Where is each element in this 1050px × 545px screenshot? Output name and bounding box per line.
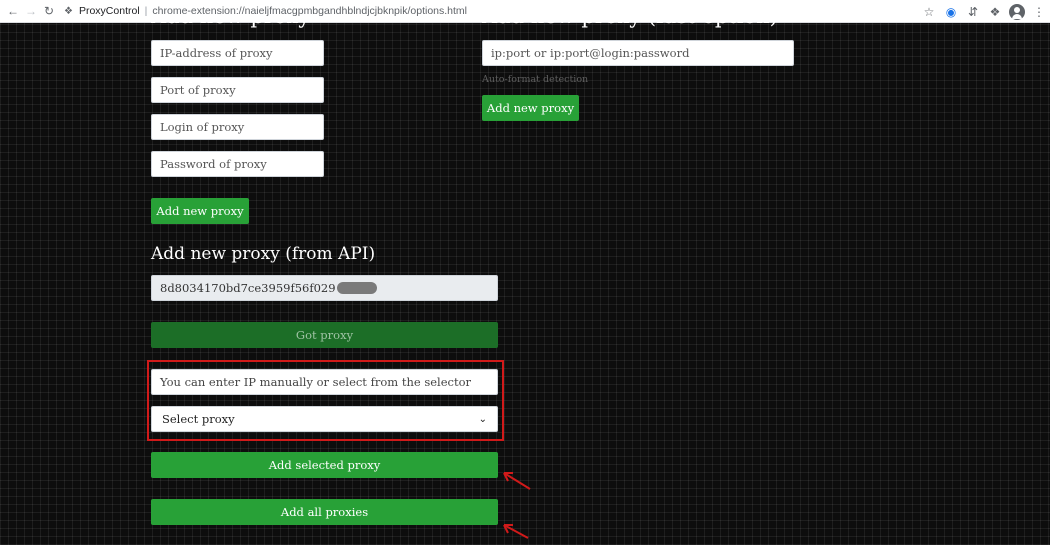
manual-ip-value: You can enter IP manually or select from…	[160, 375, 471, 389]
port-placeholder: Port of proxy	[160, 83, 236, 97]
add-new-proxy-title: Add new proxy	[151, 21, 310, 28]
manual-ip-input[interactable]: You can enter IP manually or select from…	[151, 369, 498, 395]
proxy-select[interactable]: Select proxy ⌄	[151, 406, 498, 432]
login-input[interactable]: Login of proxy	[151, 114, 324, 140]
api-section-title: Add new proxy (from API)	[151, 244, 376, 264]
extension-status-icon[interactable]: ◉	[945, 4, 957, 19]
sync-icon[interactable]: ⇵	[967, 4, 979, 19]
got-proxy-button[interactable]: Got proxy	[151, 322, 498, 348]
fast-proxy-input[interactable]: ip:port or ip:port@login:password	[482, 40, 794, 66]
password-input[interactable]: Password of proxy	[151, 151, 324, 177]
proxy-select-value: Select proxy	[162, 412, 235, 426]
add-selected-proxy-button[interactable]: Add selected proxy	[151, 452, 498, 478]
back-icon[interactable]: ←	[7, 4, 19, 18]
browser-toolbar: ← → ↻ ❖ ProxyControl | chrome-extension:…	[0, 0, 1050, 23]
ip-address-placeholder: IP-address of proxy	[160, 46, 273, 60]
forward-icon[interactable]: →	[25, 4, 37, 18]
port-input[interactable]: Port of proxy	[151, 77, 324, 103]
chevron-down-icon: ⌄	[478, 413, 487, 425]
highlight-frame	[147, 360, 504, 441]
browser-actions: ☆ ◉ ⇵ ❖ ⋮	[918, 0, 1050, 23]
fast-proxy-placeholder: ip:port or ip:port@login:password	[491, 46, 690, 60]
reload-icon[interactable]: ↻	[43, 4, 55, 18]
address-bar[interactable]: ❖ ProxyControl | chrome-extension://naie…	[64, 5, 467, 17]
extensions-icon[interactable]: ❖	[989, 4, 1001, 19]
menu-icon[interactable]: ⋮	[1033, 4, 1045, 19]
add-new-proxy-fast-button[interactable]: Add new proxy	[482, 95, 579, 121]
fast-option-title: Add new proxy (fast option)	[482, 21, 778, 28]
puzzle-icon: ❖	[64, 5, 73, 17]
url-text: chrome-extension://naieljfmacgpmbgandhbl…	[152, 5, 467, 17]
url-separator: |	[144, 5, 148, 17]
arrow-to-add-all	[503, 524, 529, 539]
arrow-to-add-selected	[503, 472, 531, 490]
add-new-proxy-button[interactable]: Add new proxy	[151, 198, 249, 224]
login-placeholder: Login of proxy	[160, 120, 245, 134]
auto-format-hint: Auto-format detection	[482, 74, 589, 85]
api-key-input[interactable]: 8d8034170bd7ce3959f56f029	[151, 275, 498, 301]
api-key-value: 8d8034170bd7ce3959f56f029	[160, 281, 336, 295]
password-placeholder: Password of proxy	[160, 157, 267, 171]
star-icon[interactable]: ☆	[923, 4, 935, 19]
ip-address-input[interactable]: IP-address of proxy	[151, 40, 324, 66]
redacted-blur	[336, 282, 377, 294]
avatar-icon[interactable]	[1009, 3, 1025, 20]
add-all-proxies-button[interactable]: Add all proxies	[151, 499, 498, 525]
site-name: ProxyControl	[78, 5, 140, 17]
